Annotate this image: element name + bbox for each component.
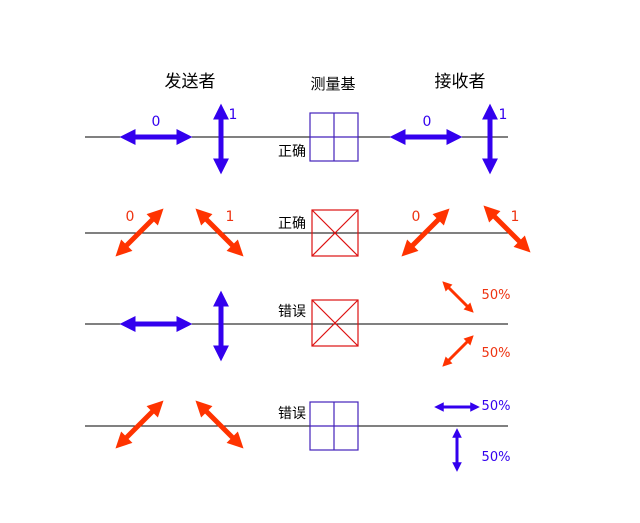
row-4-receiver-prob-1: 50%	[482, 399, 511, 414]
row-4-receiver-prob-2: 50%	[482, 450, 511, 465]
sender-header: 发送者	[165, 72, 216, 92]
receiver-header: 接收者	[435, 72, 486, 92]
row-2-result: 正确	[278, 216, 306, 232]
basis-header: 测量基	[310, 75, 355, 93]
row-3-result: 错误	[278, 304, 306, 320]
row-1-rectilinear-basis	[309, 112, 359, 162]
row-2-sender-label-0: 0	[126, 209, 135, 225]
sender-diagonal-arrow-45	[115, 208, 164, 257]
row-4-rectilinear-basis	[309, 401, 359, 451]
row-2-sender-label-1: 1	[226, 209, 235, 225]
row-4-result: 错误	[278, 406, 306, 422]
receiver-diagonal-arrow-45	[442, 335, 474, 367]
row-2-diagonal-basis	[311, 209, 359, 257]
row-2-receiver-label-0: 0	[412, 209, 421, 225]
sender-diagonal-arrow-135	[195, 400, 244, 449]
receiver-diagonal-arrow-135	[483, 205, 531, 253]
row-1-sender-label-1: 1	[229, 107, 238, 123]
sender-diagonal-arrow-45	[115, 400, 164, 449]
receiver-diagonal-arrow-45	[401, 208, 450, 257]
row-3-diagonal-basis	[311, 299, 359, 347]
sender-diagonal-arrow-135	[195, 208, 244, 257]
row-1-receiver-label-1: 1	[499, 107, 508, 123]
row-3-receiver-prob-2: 50%	[482, 346, 511, 361]
row-2-receiver-label-1: 1	[511, 209, 520, 225]
row-1-receiver-label-0: 0	[423, 114, 432, 130]
row-1-sender-label-0: 0	[152, 114, 161, 130]
receiver-diagonal-arrow-135	[442, 281, 474, 313]
row-1-result: 正确	[278, 144, 306, 160]
row-3-receiver-prob-1: 50%	[482, 288, 511, 303]
